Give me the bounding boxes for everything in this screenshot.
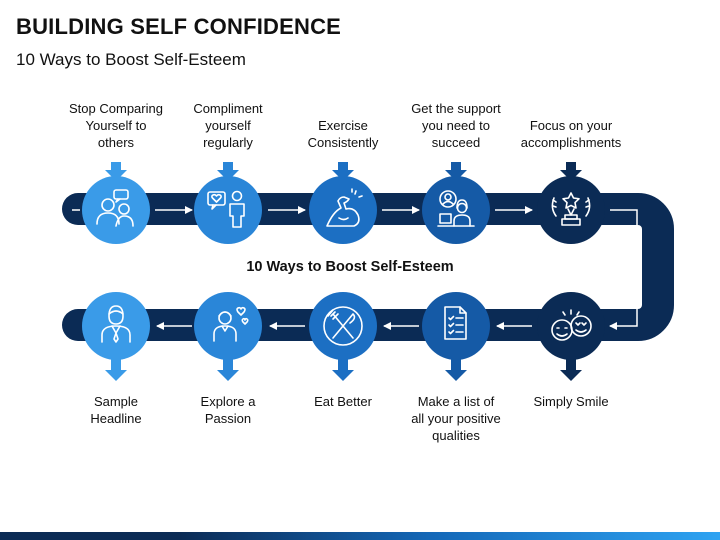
- trophy-star-icon: [551, 192, 591, 226]
- flexed-arm-icon: [326, 188, 363, 227]
- flow-arrows: [72, 206, 638, 330]
- step-6-label: Simply Smile: [533, 394, 609, 409]
- step-5-label: Focus on your accomplishments: [520, 118, 622, 150]
- step-10-label: Sample Headline: [90, 394, 142, 426]
- step-8-label: Eat Better: [314, 394, 372, 409]
- page-subtitle: 10 Ways to Boost Self-Esteem: [16, 50, 246, 69]
- step-4-circle: [422, 176, 490, 244]
- businessman-icon: [101, 305, 131, 343]
- step-4-label: Get the support you need to succeed: [411, 101, 501, 150]
- step-7-circle: [422, 292, 490, 360]
- center-label: 10 Ways to Boost Self-Esteem: [246, 259, 454, 275]
- step-3-circle: [309, 176, 377, 244]
- person-heart-icon: [207, 190, 245, 228]
- page-title: BUILDING SELF CONFIDENCE: [16, 14, 342, 39]
- people-chat-icon: [96, 189, 134, 227]
- bottom-pointers: [105, 358, 582, 381]
- top-pointers: [105, 162, 582, 181]
- step-3-label: Exercise Consistently: [307, 118, 379, 150]
- checklist-icon: [444, 306, 467, 340]
- step-5-circle: [537, 176, 605, 244]
- bottom-accent-bar: [0, 532, 720, 540]
- step-1-label: Stop Comparing Yourself to others: [69, 101, 163, 150]
- step-2-circle: [194, 176, 262, 244]
- person-hearts-icon: [213, 306, 249, 342]
- fork-knife-icon: [323, 306, 363, 346]
- process-track: [62, 193, 674, 341]
- smile-faces-icon: [551, 309, 592, 341]
- step-9-label: Explore a Passion: [200, 394, 256, 426]
- step-2-label: Compliment yourself regularly: [193, 101, 263, 150]
- support-person-icon: [437, 190, 475, 227]
- step-7-label: Make a list of all your positive qualiti…: [411, 394, 501, 443]
- step-1-circle: [82, 176, 150, 244]
